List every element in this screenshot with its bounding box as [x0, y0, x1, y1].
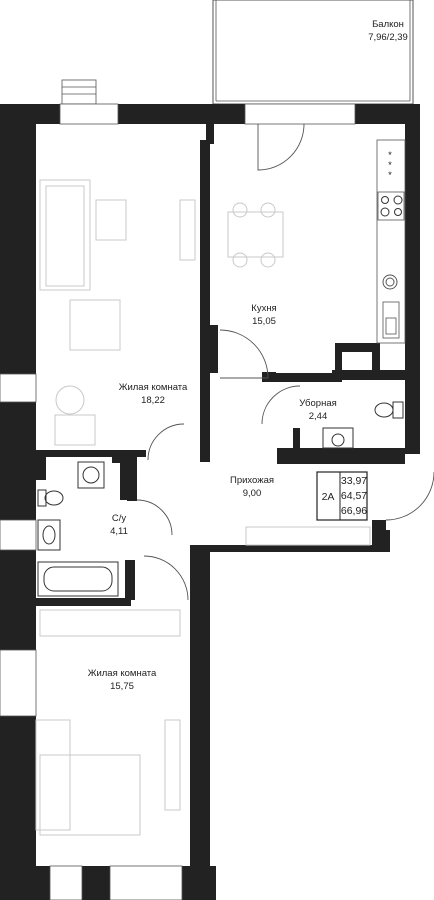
hallway-wardrobe [245, 526, 371, 546]
sink-icon [382, 301, 400, 339]
room-label-kitchen: Кухня 15,05 [251, 303, 276, 327]
living-room-2-furniture [35, 609, 181, 836]
bath-sink-icon [37, 519, 61, 551]
bathroom-area: 4,11 [110, 526, 128, 537]
hood-icon: * * * [388, 150, 392, 181]
washing-machine-icon [77, 461, 105, 489]
room-label-living-room-2: Жилая комната 15,75 [88, 668, 157, 692]
balcony-name: Балкон [372, 19, 404, 30]
bathtub-icon [37, 561, 119, 597]
hallway-area: 9,00 [243, 488, 262, 499]
stove-icon [377, 191, 405, 221]
doors [136, 123, 434, 601]
washer-icon [382, 274, 398, 290]
radiator-icon [61, 79, 97, 105]
total-with-balcony-value: 66,96 [341, 505, 367, 517]
kitchen-table [227, 202, 284, 268]
svg-text:*: * [388, 150, 392, 161]
bathroom-name: С/у [112, 513, 127, 524]
toilet-area: 2,44 [309, 411, 328, 422]
svg-text:*: * [388, 170, 392, 181]
toilet-name: Уборная [299, 398, 337, 409]
room-label-bathroom: С/у 4,11 [110, 513, 128, 537]
room-label-toilet: Уборная 2,44 [299, 398, 337, 422]
room-label-living-room-1: Жилая комната 18,22 [119, 382, 188, 406]
apartment-type: 2А [322, 491, 335, 503]
washbasin-icon [322, 427, 354, 449]
balcony-area: 7,96/2,39 [368, 32, 408, 43]
total-area-value: 64,57 [341, 490, 367, 502]
kitchen-area: 15,05 [252, 316, 276, 327]
apartment-area-box: 2А 33,97 64,57 66,96 [316, 471, 368, 521]
living-area-value: 33,97 [341, 475, 367, 487]
svg-text:*: * [388, 160, 392, 171]
toilet-fixtures [322, 401, 404, 449]
living-room-2-name: Жилая комната [88, 668, 157, 679]
kitchen-name: Кухня [251, 303, 276, 314]
hallway-name: Прихожая [230, 475, 274, 486]
windows [0, 103, 356, 900]
room-label-hallway: Прихожая 9,00 [230, 475, 274, 499]
living-room-1-furniture [39, 179, 196, 446]
walls [0, 104, 420, 900]
living-room-1-name: Жилая комната [119, 382, 188, 393]
living-room-2-area: 15,75 [110, 681, 134, 692]
room-label-balcony: Балкон 7,96/2,39 [368, 19, 408, 43]
toilet-icon [374, 401, 404, 419]
living-room-1-area: 18,22 [141, 395, 165, 406]
kitchen-counter: * * * [376, 139, 406, 344]
balcony-outline [212, 0, 414, 105]
bathroom-fixtures [37, 461, 119, 597]
bath-toilet-icon [37, 489, 64, 507]
